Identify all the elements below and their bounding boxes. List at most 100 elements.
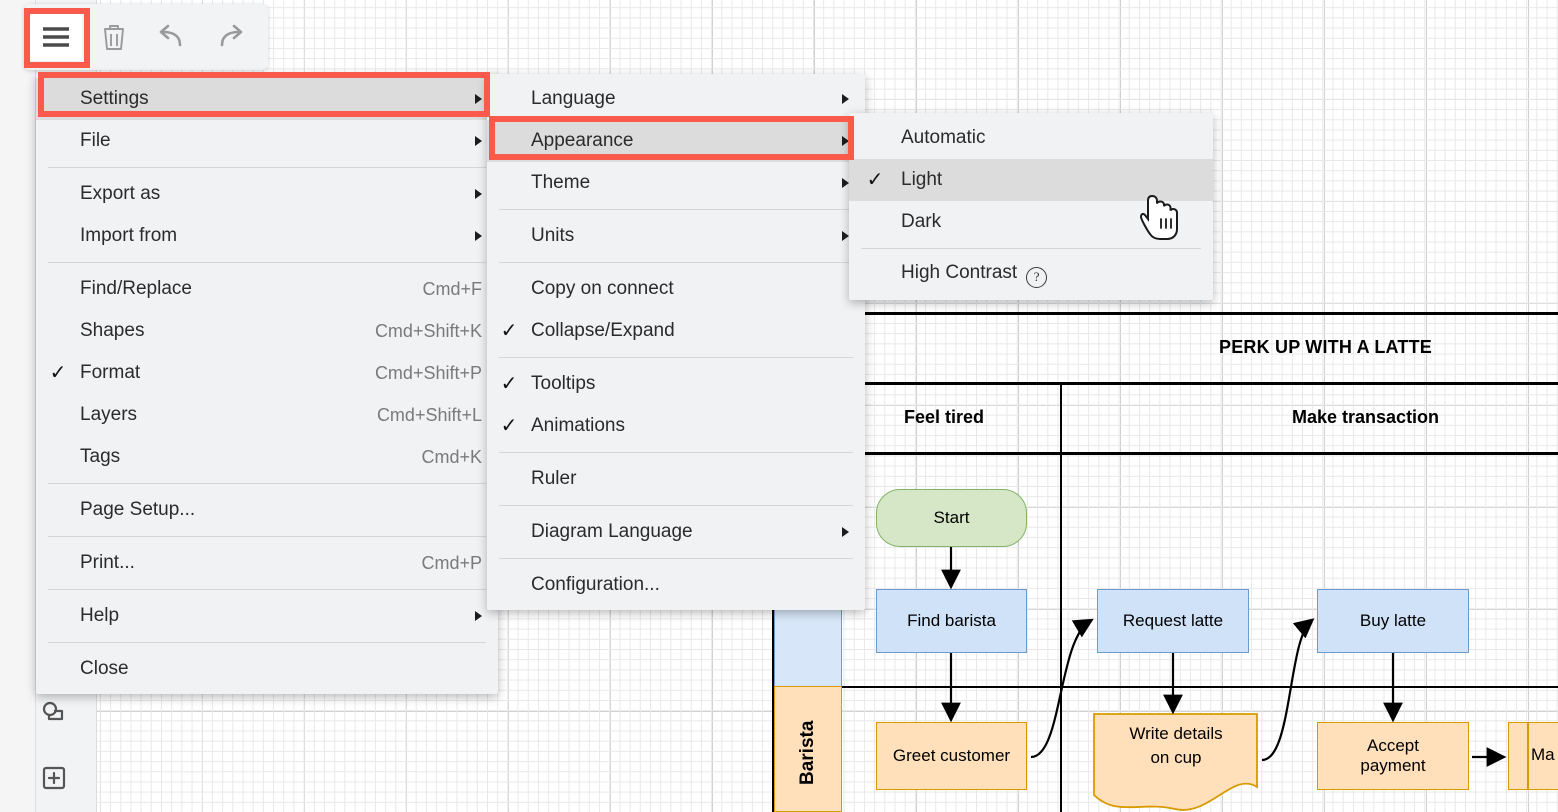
menu-item-high-contrast[interactable]: High Contrast? <box>849 254 1213 296</box>
submenu-arrow-icon <box>842 527 849 537</box>
phase-label-feel-tired: Feel tired <box>904 407 985 427</box>
node-write-details-line1: Write details <box>1129 723 1223 743</box>
menu-item-shortcut: Cmd+P <box>421 552 482 573</box>
menu-item-diagram-language[interactable]: Diagram Language <box>487 511 865 553</box>
menu-item-label: Automatic <box>901 127 986 148</box>
menu-item-shapes[interactable]: Shapes Cmd+Shift+K <box>36 310 498 352</box>
menu-item-shortcut: Cmd+Shift+P <box>374 362 482 383</box>
node-make-latte-bar <box>1527 723 1529 789</box>
menu-item-copy-on-connect[interactable]: Copy on connect <box>487 268 865 310</box>
menu-item-import-from[interactable]: Import from <box>36 215 498 257</box>
menu-item-label: Animations <box>531 415 625 436</box>
menu-item-label: Find/Replace <box>80 278 192 299</box>
add-page-icon[interactable] <box>38 762 70 794</box>
pool-title-divider <box>862 382 1558 385</box>
menu-item-label: High Contrast? <box>901 262 1197 288</box>
menu-item-dark[interactable]: Dark <box>849 201 1213 243</box>
phase-divider <box>862 452 1558 455</box>
phase-label-make-transaction: Make transaction <box>1292 407 1440 427</box>
menu-item-light[interactable]: ✓Light <box>849 159 1213 201</box>
mouse-cursor-pointing-hand-icon <box>1139 192 1184 242</box>
menu-item-find-replace[interactable]: Find/Replace Cmd+F <box>36 268 498 310</box>
node-greet-customer[interactable]: Greet customer <box>876 722 1027 790</box>
node-accept-payment-line1: Accept <box>1367 735 1419 755</box>
phase-vertical-divider-1 <box>1060 382 1062 812</box>
menu-item-page-setup[interactable]: Page Setup... <box>36 489 498 531</box>
node-accept-payment[interactable]: Accept payment <box>1317 722 1469 790</box>
menu-item-shortcut: Cmd+Shift+K <box>374 320 482 341</box>
node-write-details-on-cup[interactable] <box>1093 713 1259 811</box>
menu-item-label: File <box>80 130 111 151</box>
menu-item-settings[interactable]: Settings <box>36 78 498 120</box>
node-request-latte[interactable]: Request latte <box>1097 589 1249 653</box>
node-buy-latte[interactable]: Buy latte <box>1317 589 1469 653</box>
menu-item-units[interactable]: Units <box>487 215 865 257</box>
menu-item-label: Tooltips <box>531 373 596 394</box>
menu-item-label: Dark <box>901 211 942 232</box>
submenu-arrow-icon <box>475 231 482 241</box>
menu-item-language[interactable]: Language <box>487 78 865 120</box>
node-make-latte[interactable] <box>1508 722 1558 790</box>
menu-item-appearance[interactable]: Appearance <box>487 120 865 162</box>
submenu-arrow-icon <box>842 231 849 241</box>
menu-item-ruler[interactable]: Ruler <box>487 458 865 500</box>
menu-item-label: Language <box>531 88 616 109</box>
delete-button[interactable] <box>88 13 140 61</box>
menu-item-label: Theme <box>531 172 591 193</box>
submenu-arrow-icon <box>475 611 482 621</box>
menu-item-automatic[interactable]: Automatic <box>849 117 1213 159</box>
node-start[interactable]: Start <box>876 489 1027 547</box>
menu-item-close[interactable]: Close <box>36 648 498 690</box>
menu-separator <box>499 262 853 263</box>
menu-separator <box>48 167 486 168</box>
menu-item-file[interactable]: File <box>36 120 498 162</box>
menu-item-theme[interactable]: Theme <box>487 162 865 204</box>
submenu-arrow-icon <box>475 136 482 146</box>
menu-item-label: Help <box>80 605 120 626</box>
menu-item-label: Copy on connect <box>531 278 674 299</box>
menu-item-export-as[interactable]: Export as <box>36 173 498 215</box>
redo-button[interactable] <box>204 13 256 61</box>
toolbar <box>24 4 268 70</box>
undo-button[interactable] <box>146 13 198 61</box>
submenu-arrow-icon <box>842 94 849 104</box>
menu-separator <box>861 248 1201 249</box>
menu-item-label: Units <box>531 225 575 246</box>
menu-item-label: Page Setup... <box>80 499 196 520</box>
lane-band-barista[interactable] <box>774 686 842 812</box>
submenu-arrow-icon <box>475 189 482 199</box>
hamburger-menu-button[interactable] <box>30 13 82 61</box>
menu-item-configuration[interactable]: Configuration... <box>487 564 865 606</box>
help-icon[interactable]: ? <box>1026 267 1048 288</box>
menu-item-label: Diagram Language <box>531 521 693 542</box>
menu-item-label: Print... <box>80 552 135 573</box>
node-accept-payment-line2: payment <box>1360 756 1426 775</box>
menu-item-print[interactable]: Print... Cmd+P <box>36 542 498 584</box>
menu-item-label: Collapse/Expand <box>531 320 675 341</box>
menu-item-collapse-expand[interactable]: ✓Collapse/Expand <box>487 310 865 352</box>
menu-item-label: Appearance <box>531 130 634 151</box>
menu-separator <box>499 505 853 506</box>
menu-item-animations[interactable]: ✓Animations <box>487 405 865 447</box>
menu-item-label: Format <box>80 362 141 383</box>
checkmark-icon: ✓ <box>500 373 518 395</box>
shapes-icon[interactable] <box>38 698 70 730</box>
menu-separator <box>48 536 486 537</box>
node-write-details-line2: on cup <box>1150 747 1202 767</box>
menu-separator <box>48 589 486 590</box>
menu-item-help[interactable]: Help <box>36 595 498 637</box>
menu-item-shortcut: Cmd+F <box>422 278 482 299</box>
menu-item-label: Light <box>901 169 943 190</box>
menu-item-tooltips[interactable]: ✓ Tooltips <box>487 363 865 405</box>
menu-item-label: Ruler <box>531 468 577 489</box>
menu-item-label: Shapes <box>80 320 145 341</box>
node-find-barista[interactable]: Find barista <box>876 589 1027 653</box>
menu-separator <box>499 357 853 358</box>
